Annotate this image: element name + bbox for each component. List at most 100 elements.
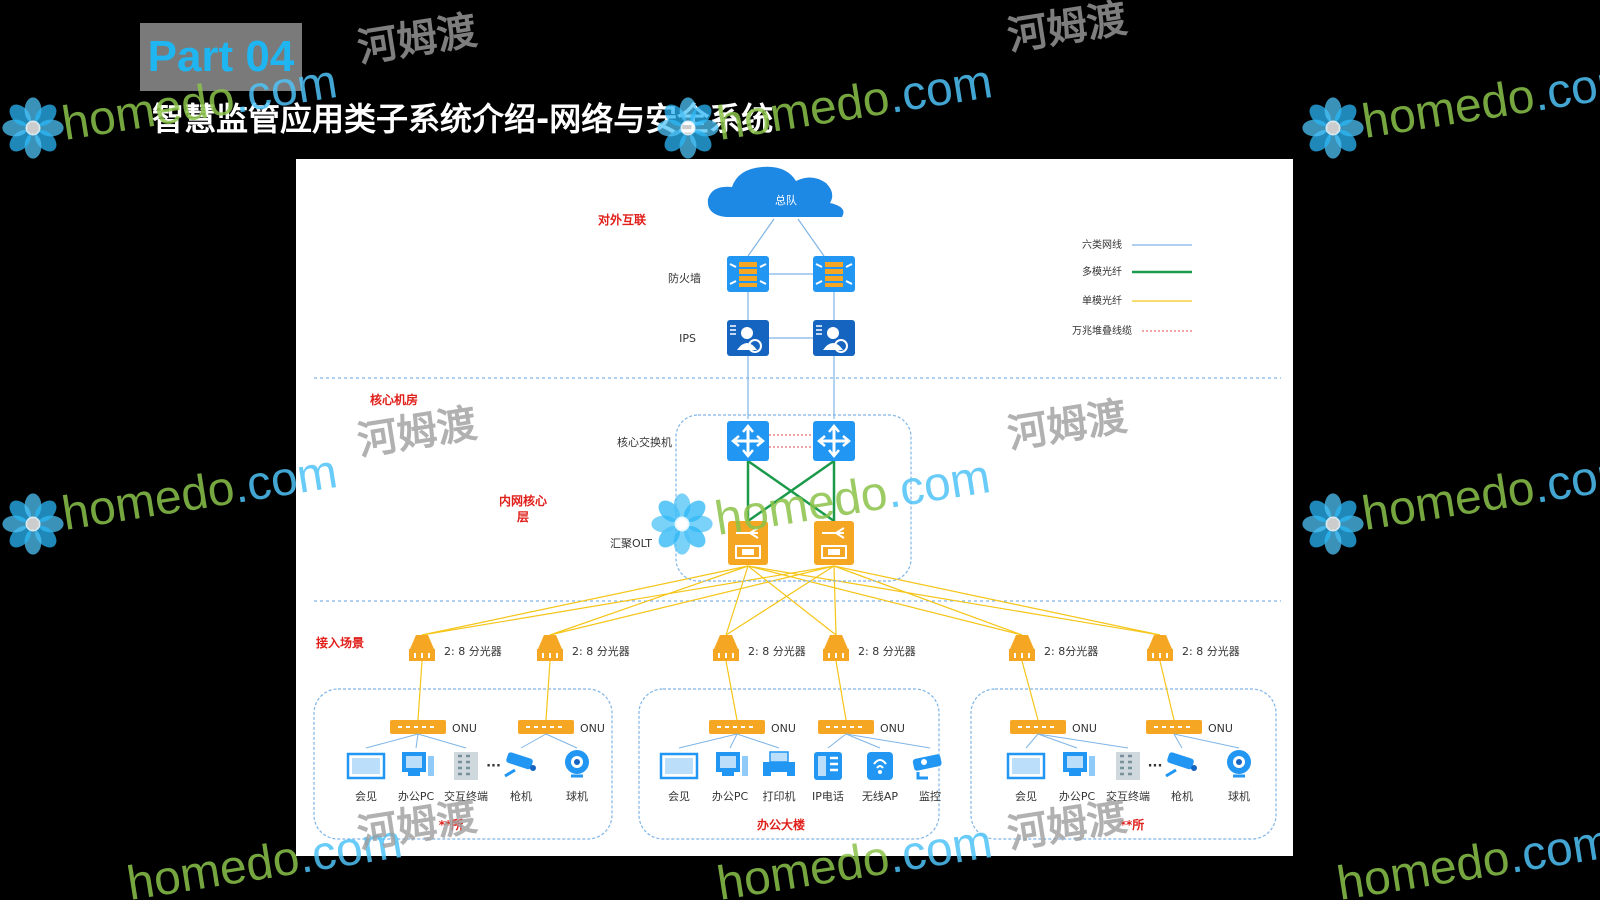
firewall-1-icon — [726, 255, 770, 293]
splitter-onu-fiber — [417, 660, 423, 721]
onu-icon — [817, 719, 875, 735]
part-label: Part 04 — [147, 32, 295, 81]
onu-device-link — [1037, 733, 1129, 749]
watermark-petal — [9, 526, 31, 548]
device-icon — [503, 750, 538, 778]
singlemode-fiber-link — [421, 565, 835, 636]
onu-device-link — [415, 733, 419, 749]
watermark-petal — [1302, 515, 1328, 533]
watermark-petal — [1324, 133, 1342, 159]
ips-2-icon — [812, 319, 856, 357]
splitter-label: 2: 8 分光器 — [858, 644, 916, 658]
singlemode-fiber-link — [421, 565, 749, 636]
splitter-onu-fiber — [1159, 660, 1175, 721]
legend: 六类网线 多模光纤 单模光纤 万兆堆叠线缆 — [1072, 238, 1192, 337]
site-group-box — [313, 688, 613, 840]
device-label: 监控 — [919, 789, 941, 803]
onu-device-link — [417, 733, 467, 749]
watermark-petal — [1335, 130, 1357, 152]
device-icon — [1063, 752, 1095, 776]
watermark-petal — [1309, 500, 1331, 522]
splitter-label: 2: 8 分光器 — [748, 644, 806, 658]
watermark-brand-word: homedo — [1358, 461, 1538, 540]
watermark-logo — [2, 97, 64, 159]
watermark-logo — [2, 493, 64, 555]
onu-device-link — [845, 733, 931, 749]
cloud-label: 总队 — [775, 193, 797, 207]
device-label: 办公PC — [1059, 790, 1096, 803]
device-icon — [402, 752, 434, 776]
tier-olt-label: 汇聚OLT — [610, 537, 652, 550]
legend-label: 万兆堆叠线缆 — [1072, 324, 1132, 337]
zone-access-label: 接入场景 — [316, 635, 364, 650]
splitter-label: 2: 8 分光器 — [572, 644, 630, 658]
splitter-icon — [822, 634, 850, 662]
legend-label: 单模光纤 — [1082, 294, 1122, 307]
site-group-label: **所 — [439, 817, 464, 832]
watermark-petal — [1338, 119, 1364, 137]
watermark-petal — [1309, 104, 1331, 126]
watermark-petal — [9, 130, 31, 152]
watermark-petal — [24, 493, 42, 519]
onu-label: ONU — [580, 722, 605, 735]
onu-icon — [1145, 719, 1203, 735]
device-label: 办公PC — [712, 790, 749, 803]
device-label: 会见 — [668, 790, 690, 803]
site-group-label: **所 — [1120, 817, 1145, 832]
splitter-onu-fiber — [1021, 660, 1039, 721]
tier-ips-label: IPS — [679, 332, 696, 345]
singlemode-fiber-link — [833, 565, 1023, 636]
splitter-icon — [1146, 634, 1174, 662]
device-icon — [563, 748, 591, 778]
onu-device-link — [1173, 733, 1183, 749]
splitter-icon — [712, 634, 740, 662]
device-icon — [812, 750, 844, 782]
onu-device-link — [678, 733, 738, 749]
stack-cables — [769, 434, 813, 448]
watermark-chinese-text: 河姆渡 — [354, 8, 480, 72]
device-icon — [346, 752, 386, 780]
ellipsis-label: ··· — [486, 759, 501, 774]
site-group-box — [970, 688, 1277, 840]
onu-device-link — [545, 733, 578, 749]
singlemode-fiber-link — [747, 565, 1161, 636]
device-label: 球机 — [1228, 789, 1250, 803]
device-label: 球机 — [566, 789, 588, 803]
onu-label: ONU — [771, 722, 796, 735]
onu-icon — [708, 719, 766, 735]
onu-device-link — [520, 733, 547, 749]
watermark-logo-center — [25, 120, 41, 136]
device-icon — [762, 751, 796, 779]
onu-device-link — [1173, 733, 1240, 749]
watermark-petal — [1302, 119, 1328, 137]
watermark-logo — [1302, 493, 1364, 555]
watermark-petal — [35, 526, 57, 548]
firewall-2-icon — [812, 255, 856, 293]
watermark-chinese-text: 河姆渡 — [1004, 0, 1130, 60]
splitter-onu-fiber — [725, 660, 738, 721]
device-icon — [1006, 752, 1046, 780]
watermark-logo — [1302, 97, 1364, 159]
device-icon — [716, 752, 748, 776]
singlemode-fiber-link — [725, 565, 835, 636]
watermark-petal — [35, 500, 57, 522]
onu-label: ONU — [880, 722, 905, 735]
onu-device-link — [729, 733, 738, 749]
watermark-brand-text: homedo.com — [1333, 815, 1600, 900]
page-title: 智慧监管应用类子系统介绍-网络与安全系统 — [152, 100, 774, 138]
watermark-brand-domain: .com — [1530, 445, 1600, 514]
onu-icon — [389, 719, 447, 735]
cloud-hq: 总队 — [707, 166, 844, 217]
tier-firewall-label: 防火墙 — [668, 271, 701, 285]
device-label: 会见 — [1015, 790, 1037, 803]
ips-1-icon — [726, 319, 770, 357]
watermark-brand-domain: .com — [1530, 53, 1600, 122]
watermark-petal — [38, 515, 64, 533]
onu-label: ONU — [1072, 722, 1097, 735]
device-icon — [910, 752, 944, 780]
multimode-fiber — [746, 459, 836, 523]
watermark-petal — [35, 130, 57, 152]
singlemode-fiber-link — [833, 565, 1161, 636]
splitter-icon — [408, 634, 436, 662]
